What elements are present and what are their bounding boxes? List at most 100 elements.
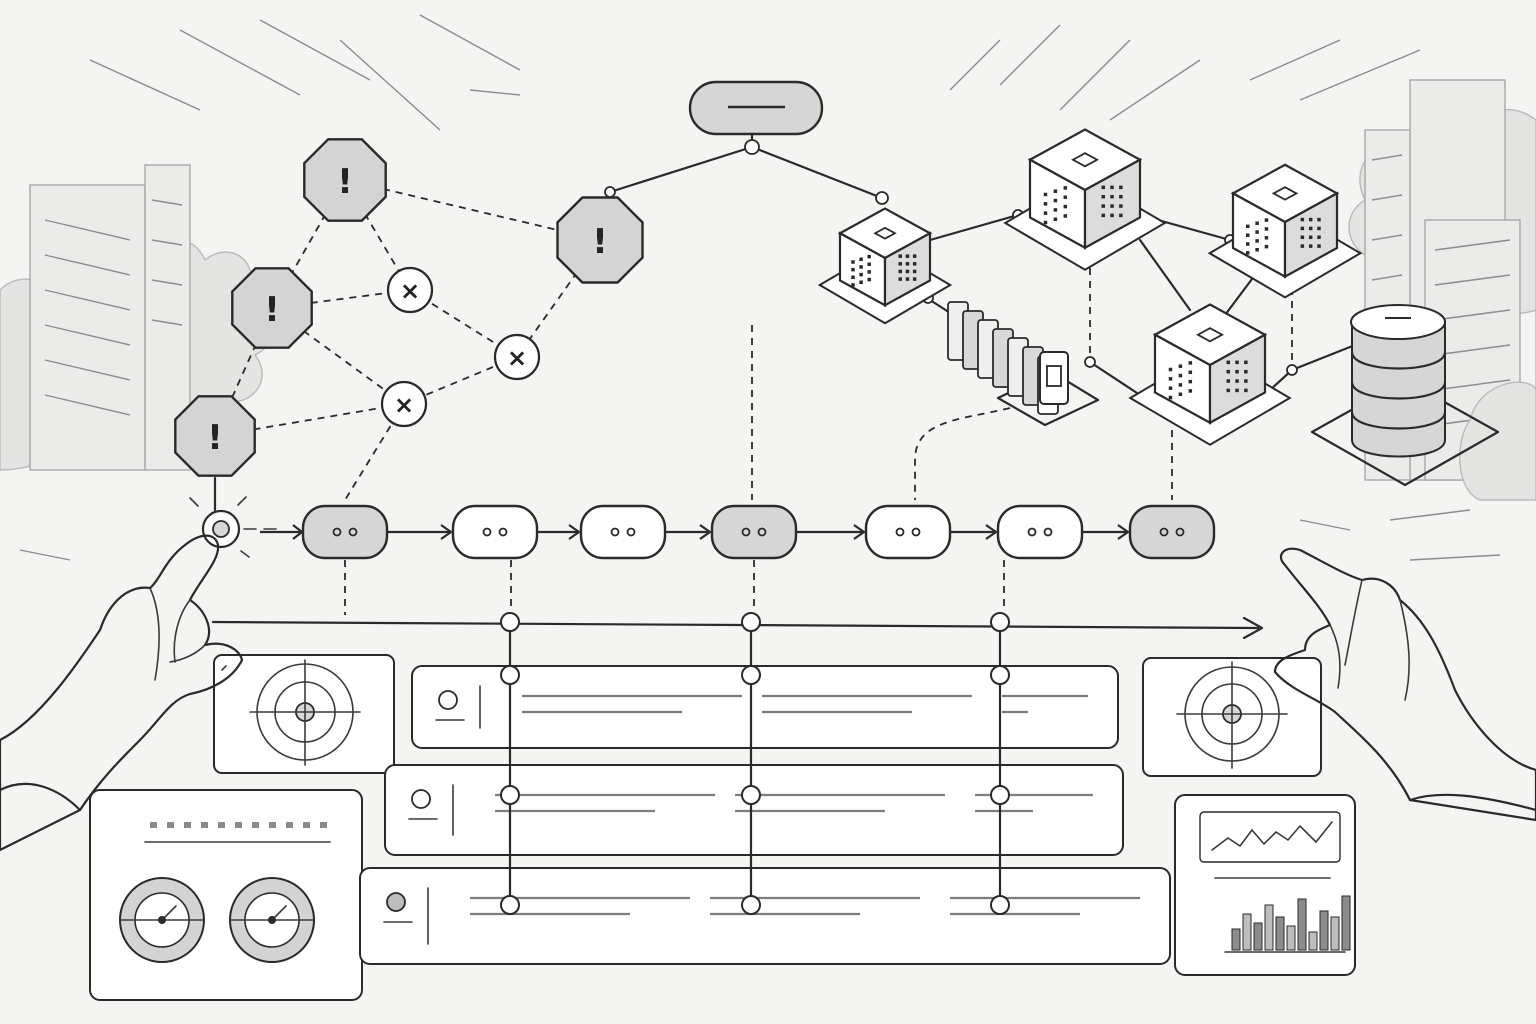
- pipeline-step-5[interactable]: [864, 504, 952, 560]
- pipeline-step-6[interactable]: [996, 504, 1084, 560]
- dot-icon: [1043, 527, 1053, 537]
- x-circle-icon[interactable]: ×: [380, 380, 428, 428]
- status-tick: [320, 822, 327, 828]
- rail-node[interactable]: [741, 665, 761, 685]
- mini-bar: [1231, 928, 1241, 951]
- mini-bar: [1286, 925, 1296, 951]
- hand-right: [1273, 547, 1536, 822]
- rail-node[interactable]: [500, 785, 520, 805]
- dot-icon: [610, 527, 620, 537]
- row-avatar: [438, 690, 458, 710]
- alert-glyph: !: [337, 162, 353, 202]
- database-icon: [1310, 304, 1500, 487]
- rail-node[interactable]: [990, 785, 1010, 805]
- rail-node[interactable]: [741, 612, 761, 632]
- chart-panel[interactable]: [1174, 794, 1356, 976]
- warning-octagon-icon[interactable]: !: [174, 395, 256, 477]
- status-tick: [201, 822, 208, 828]
- hand-left: [0, 534, 244, 852]
- alert-glyph: !: [592, 222, 608, 262]
- mini-bar: [1297, 898, 1307, 951]
- dashboard-row[interactable]: [384, 764, 1124, 856]
- mini-bar: [1330, 916, 1340, 951]
- tower-left: [29, 164, 191, 471]
- dashboard-row[interactable]: [359, 867, 1171, 965]
- rail-node[interactable]: [500, 612, 520, 632]
- dot-icon: [757, 527, 767, 537]
- failure-glyph: ×: [394, 391, 414, 419]
- status-tick: [269, 822, 276, 828]
- rail-node[interactable]: [990, 665, 1010, 685]
- pipeline-step-1[interactable]: [301, 504, 389, 560]
- status-tick: [303, 822, 310, 828]
- pipeline-step-7[interactable]: [1128, 504, 1216, 560]
- failure-glyph: ×: [400, 277, 420, 305]
- pipeline-step-2[interactable]: [451, 504, 539, 560]
- status-tick: [150, 822, 157, 828]
- row-avatar: [411, 789, 431, 809]
- dot-icon: [498, 527, 508, 537]
- speed-lines: [19, 14, 1501, 561]
- dashboard: [89, 612, 1356, 1001]
- status-tick: [252, 822, 259, 828]
- x-circle-icon[interactable]: ×: [493, 333, 541, 381]
- mini-bar: [1319, 910, 1329, 951]
- dial-right: [229, 877, 315, 963]
- rail-node[interactable]: [500, 895, 520, 915]
- dot-icon: [741, 527, 751, 537]
- mini-bar: [1341, 895, 1351, 951]
- status-tick: [167, 822, 174, 828]
- dot-icon: [332, 527, 342, 537]
- dials-panel[interactable]: [89, 789, 363, 1001]
- blade-front: [1039, 351, 1069, 405]
- radar-panel-right[interactable]: [1142, 657, 1322, 777]
- rail-node[interactable]: [500, 665, 520, 685]
- rail-node[interactable]: [990, 895, 1010, 915]
- rail-node[interactable]: [741, 785, 761, 805]
- alert-glyph: !: [264, 290, 280, 330]
- rail-node[interactable]: [990, 612, 1010, 632]
- dot-icon: [911, 527, 921, 537]
- mini-bar: [1253, 922, 1263, 951]
- dashboard-row[interactable]: [411, 665, 1119, 749]
- server-cube-icon[interactable]: [817, 207, 953, 325]
- dot-icon: [1027, 527, 1037, 537]
- row-avatar: [386, 892, 406, 912]
- status-tick: [235, 822, 242, 828]
- dot-icon: [1159, 527, 1169, 537]
- blade-rack: [947, 301, 1100, 427]
- sparkline: [1211, 821, 1333, 851]
- server-cube-icon[interactable]: [1128, 303, 1292, 446]
- cloud-right-low: [1459, 381, 1536, 501]
- warning-octagon-icon[interactable]: !: [303, 138, 387, 222]
- rail-node[interactable]: [741, 895, 761, 915]
- pipeline-step-4[interactable]: [710, 504, 798, 560]
- root-node[interactable]: [688, 80, 824, 136]
- trigger-button[interactable]: [201, 509, 241, 549]
- dial-left: [119, 877, 205, 963]
- server-cube-icon[interactable]: [1207, 163, 1363, 299]
- status-tick: [286, 822, 293, 828]
- radar-panel-left[interactable]: [213, 654, 395, 774]
- failure-glyph: ×: [507, 344, 527, 372]
- dot-icon: [348, 527, 358, 537]
- mini-bar: [1275, 916, 1285, 951]
- mini-bar: [1308, 931, 1318, 951]
- dot-icon: [626, 527, 636, 537]
- mini-bar: [1242, 913, 1252, 951]
- alert-glyph: !: [207, 418, 223, 458]
- dot-icon: [1175, 527, 1185, 537]
- dot-icon: [482, 527, 492, 537]
- warning-octagon-icon[interactable]: !: [231, 267, 313, 349]
- mini-bar: [1264, 904, 1274, 951]
- warning-octagon-icon[interactable]: !: [556, 196, 644, 284]
- status-tick: [218, 822, 225, 828]
- dot-icon: [895, 527, 905, 537]
- server-cube-icon[interactable]: [1003, 128, 1167, 271]
- pipeline-step-3[interactable]: [579, 504, 667, 560]
- status-tick: [184, 822, 191, 828]
- pipeline: [189, 496, 1264, 640]
- x-circle-icon[interactable]: ×: [386, 266, 434, 314]
